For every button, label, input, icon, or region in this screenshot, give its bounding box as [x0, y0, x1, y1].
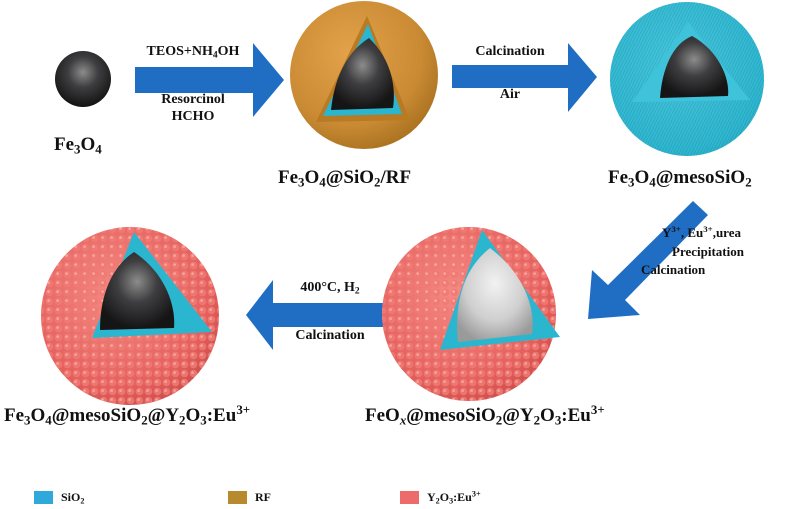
caption-fe3o4-mesosio2: Fe3O4@mesoSiO2	[608, 167, 752, 190]
step2-calcination-label: Calcination	[475, 44, 545, 59]
step3-reagents-label: Y3+, Eu3+,urea	[662, 224, 741, 240]
caption-fe3o4-sio2-rf: Fe3O4@SiO2/RF	[278, 167, 412, 190]
fe3o4-mesosio2-particle	[610, 2, 764, 156]
fe3o4-core-sphere	[55, 51, 111, 107]
fe3o4-sio2-rf-particle	[290, 1, 438, 149]
legend-item-rf: RF	[228, 490, 271, 505]
step1-reagents-label: TEOS+NH4OH	[146, 44, 240, 61]
legend-swatch-y2o3-eu	[400, 491, 419, 504]
step1-resorcinol-label: Resorcinol	[161, 92, 225, 107]
legend-label-sio2: SiO2	[61, 490, 85, 506]
arrow-step4	[246, 280, 389, 350]
step4-temperature-label: 400°C, H2	[300, 280, 360, 297]
step1-hcho-label: HCHO	[171, 109, 215, 124]
arrow-step2	[452, 43, 597, 112]
caption-feox-mesosio2-y2o3-eu: FeOx@mesoSiO2@Y2O3:Eu3+	[365, 401, 605, 428]
legend-label-y2o3-eu: Y2O3:Eu3+	[427, 489, 481, 506]
caption-fe3o4-mesosio2-y2o3-eu: Fe3O4@mesoSiO2@Y2O3:Eu3+	[4, 401, 251, 428]
step2-air-label: Air	[499, 87, 521, 102]
legend-item-sio2: SiO2	[34, 490, 84, 505]
legend-label-rf: RF	[255, 490, 271, 504]
arrow-step3	[588, 201, 708, 319]
step3-precipitation-label: Precipitation	[672, 244, 744, 259]
legend-swatch-sio2	[34, 491, 53, 504]
feox-mesosio2-y2o3-particle	[382, 227, 560, 401]
caption-fe3o4: Fe3O4	[54, 134, 102, 157]
arrow-step1	[135, 43, 284, 117]
fe3o4-mesosio2-y2o3-particle	[41, 227, 219, 405]
legend-item-y2o3-eu: Y2O3:Eu3+	[400, 490, 481, 505]
legend-swatch-rf	[228, 491, 247, 504]
step4-calcination-label: Calcination	[295, 328, 365, 343]
step3-calcination-label: Calcination	[641, 262, 706, 277]
